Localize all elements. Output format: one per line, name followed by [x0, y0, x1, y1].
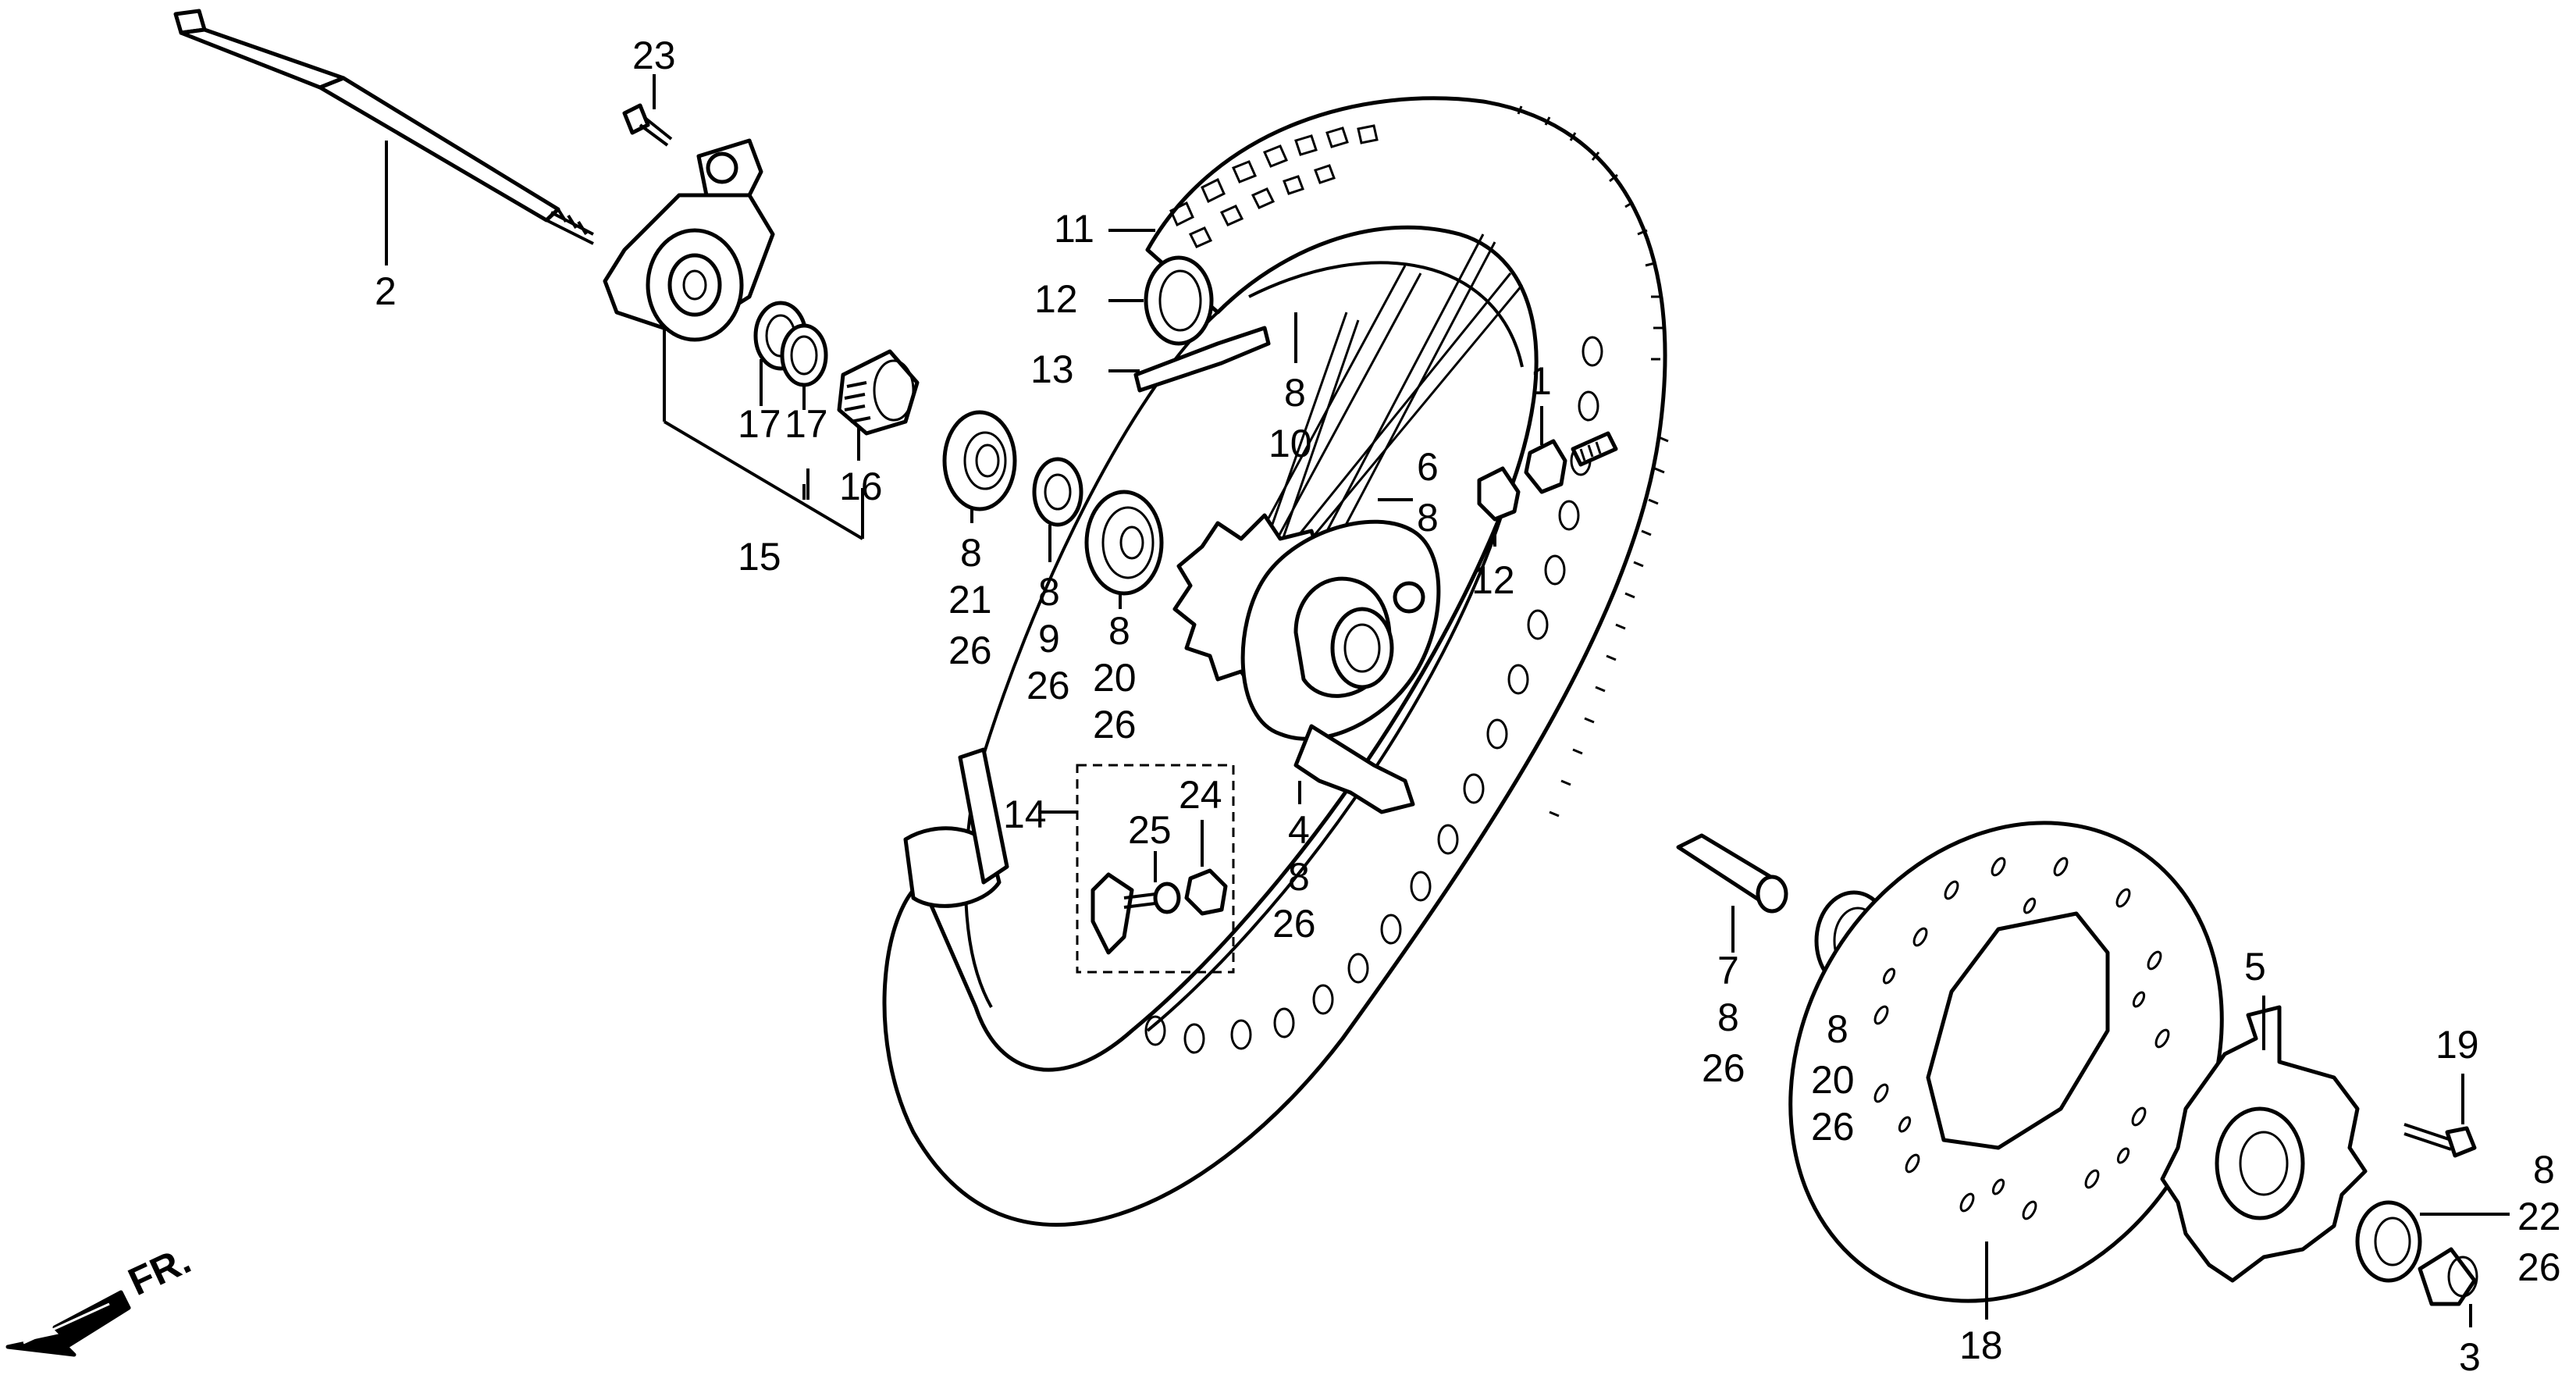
callout-23: 23: [632, 34, 676, 77]
tire: [882, 96, 1669, 1227]
retainer-9: [1032, 457, 1083, 527]
callout-12-valve-cap: 12: [1471, 558, 1515, 602]
svg-text:26: 26: [948, 629, 992, 672]
spokes: [1247, 233, 1524, 563]
bearing-21: [942, 410, 1017, 511]
wheel-hub-4: [1172, 513, 1441, 814]
svg-text:26: 26: [1272, 902, 1316, 946]
svg-text:8: 8: [2533, 1148, 2555, 1192]
callout-12-tube: 12: [1034, 277, 1078, 321]
callout-lines-left: [385, 74, 1122, 609]
bearing-22: [2355, 1200, 2510, 1283]
callout-8-22-26: 8 22 26: [2517, 1148, 2561, 1289]
callout-15: 15: [738, 535, 781, 579]
svg-text:8: 8: [1827, 1007, 1848, 1051]
callout-1: 1: [1530, 359, 1552, 403]
svg-text:8: 8: [1717, 996, 1739, 1039]
svg-text:8: 8: [1417, 496, 1439, 540]
svg-text:20: 20: [1811, 1058, 1855, 1102]
callout-11: 11: [1054, 207, 1094, 251]
callout-8-20-26-disc-side: 8 20 26: [1811, 1007, 1855, 1149]
speedometer-gearbox: [603, 138, 775, 342]
front-fender: [903, 747, 1009, 908]
callout-14: 14: [1003, 793, 1047, 836]
callout-lines-centre: [1108, 229, 1543, 804]
svg-text:26: 26: [2517, 1245, 2561, 1289]
callout-8-20-26-hub: 8 20 26: [1093, 609, 1137, 746]
svg-text:7: 7: [1717, 949, 1739, 992]
callout-24: 24: [1179, 773, 1222, 817]
svg-text:26: 26: [1093, 703, 1137, 746]
front-direction-arrow: FR.: [5, 1238, 197, 1357]
svg-text:8: 8: [960, 531, 982, 575]
svg-text:8: 8: [1288, 855, 1310, 899]
disc-holes: [1873, 857, 2170, 1220]
svg-text:21: 21: [948, 578, 992, 622]
spacer-7: [1676, 833, 1788, 953]
callout-8-10: 8 10: [1268, 371, 1312, 465]
rim: [963, 261, 1603, 1054]
svg-text:22: 22: [2517, 1195, 2561, 1238]
svg-text:26: 26: [1026, 664, 1070, 707]
callout-5: 5: [2244, 945, 2266, 989]
svg-text:6: 6: [1417, 445, 1439, 489]
fr-label: FR.: [122, 1238, 197, 1304]
svg-text:20: 20: [1093, 656, 1137, 700]
washer-25: [1153, 882, 1181, 914]
tube-12: [1144, 255, 1214, 346]
bolt-19: [2403, 1074, 2477, 1158]
callout-17-a: 17: [738, 402, 781, 446]
callout-16: 16: [839, 465, 883, 508]
screw-23: [622, 103, 673, 147]
callout-13: 13: [1030, 347, 1074, 391]
callout-4-8-26: 4 8 26: [1272, 808, 1316, 946]
svg-text:26: 26: [1702, 1046, 1745, 1090]
callout-25: 25: [1128, 808, 1172, 852]
rim-band-13: [1133, 326, 1271, 393]
svg-text:9: 9: [1038, 617, 1060, 661]
svg-text:10: 10: [1268, 422, 1312, 465]
valve-nut-1: [1524, 439, 1567, 494]
callout-19: 19: [2435, 1023, 2479, 1067]
speedometer-gear-16: [837, 349, 920, 436]
callout-8-21-26: 8 21 26: [948, 531, 992, 672]
collar-3: [2418, 1247, 2478, 1327]
svg-text:8: 8: [1284, 371, 1306, 415]
callout-17-b: 17: [785, 402, 828, 446]
valve-stem: [1571, 431, 1618, 467]
fastener-group-14: [1038, 764, 1235, 974]
svg-text:8: 8: [1108, 609, 1130, 653]
callout-18: 18: [1959, 1323, 2003, 1367]
callout-2: 2: [375, 269, 397, 313]
washer-17-b: [780, 323, 828, 387]
brake-disc-18: [1788, 821, 2224, 1320]
svg-text:26: 26: [1811, 1105, 1855, 1149]
callout-8-9-26: 8 9 26: [1026, 570, 1070, 707]
bearing-20-a: [1084, 490, 1164, 596]
callout-6-8: 6 8: [1417, 445, 1439, 540]
callout-7-8-26: 7 8 26: [1702, 949, 1745, 1090]
disc-hub-plate-5: [2160, 996, 2368, 1283]
valve-cap-12: [1477, 466, 1521, 522]
svg-text:8: 8: [1038, 570, 1060, 614]
callout-3: 3: [2459, 1335, 2481, 1379]
front-axle: [173, 9, 594, 245]
svg-text:4: 4: [1288, 808, 1310, 852]
